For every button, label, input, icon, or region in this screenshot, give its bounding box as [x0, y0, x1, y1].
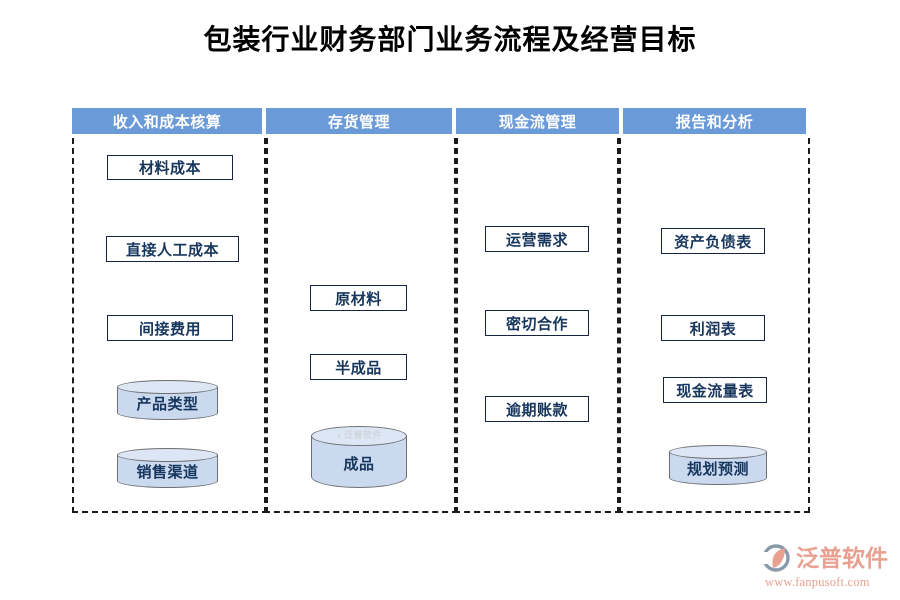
node-raw-material[interactable]: 原材料	[310, 285, 407, 311]
watermark-logo: ◖ 泛普软件	[336, 428, 382, 441]
node-close-cooperation[interactable]: 密切合作	[485, 310, 589, 336]
node-product-type-label: 产品类型	[136, 397, 199, 413]
node-product-type[interactable]: 产品类型	[117, 380, 218, 420]
watermark-mark: ◖	[336, 429, 342, 440]
lane-cashflow	[454, 138, 621, 513]
column-header-inventory: 存货管理	[266, 108, 452, 134]
node-cashflow-statement[interactable]: 现金流量表	[663, 377, 767, 403]
logo-row: 泛普软件	[762, 544, 894, 572]
swimlane-diagram: 收入和成本核算 存货管理 现金流管理 报告和分析 材料成本 直接人工成本 间接费…	[72, 108, 810, 513]
brand-logo: 泛普软件 www.fanpusoft.com	[762, 544, 894, 592]
logo-url: www.fanpusoft.com	[765, 575, 870, 589]
node-sales-channel-label: 销售渠道	[136, 465, 199, 481]
column-header-cashflow: 现金流管理	[456, 108, 619, 134]
cylinder-top	[117, 448, 218, 462]
node-planning-forecast-label: 规划预测	[686, 462, 749, 478]
watermark-text: 泛普软件	[343, 430, 382, 440]
fanpu-logo-icon	[762, 544, 790, 572]
node-overdue-receivables[interactable]: 逾期账款	[485, 396, 589, 422]
column-header-revenue-cost: 收入和成本核算	[72, 108, 262, 134]
lane-revenue-cost	[72, 138, 268, 513]
node-material-cost[interactable]: 材料成本	[107, 155, 233, 180]
lane-reporting	[617, 138, 810, 513]
logo-wordmark: 泛普软件	[796, 544, 888, 571]
node-finished-goods[interactable]: ◖ 泛普软件 成品	[311, 426, 407, 488]
node-operating-demand[interactable]: 运营需求	[485, 226, 589, 252]
node-semi-finished-goods[interactable]: 半成品	[310, 354, 407, 380]
node-planning-forecast[interactable]: 规划预测	[669, 445, 767, 485]
node-sales-channel[interactable]: 销售渠道	[117, 448, 218, 488]
lane-inventory	[264, 138, 458, 513]
node-income-statement[interactable]: 利润表	[661, 315, 765, 341]
node-finished-goods-label: 成品	[343, 456, 375, 473]
cylinder-top	[669, 445, 767, 459]
node-balance-sheet[interactable]: 资产负债表	[661, 228, 765, 254]
column-header-reporting: 报告和分析	[623, 108, 806, 134]
node-indirect-expense[interactable]: 间接费用	[107, 315, 233, 341]
cylinder-top	[117, 380, 218, 394]
node-direct-labor-cost[interactable]: 直接人工成本	[106, 236, 239, 262]
cylinder-top	[311, 426, 407, 446]
page-title: 包装行业财务部门业务流程及经营目标	[203, 25, 697, 56]
